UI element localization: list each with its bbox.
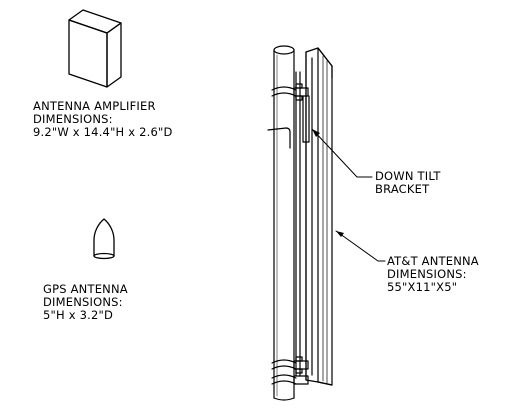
mounting-pipe	[273, 45, 295, 401]
antenna-dimensions-note: AT&T ANTENNA DIMENSIONS: 55"X11"X5"	[387, 255, 479, 294]
antenna-title: AT&T ANTENNA	[387, 254, 479, 268]
amplifier-dimensions-note: ANTENNA AMPLIFIER DIMENSIONS: 9.2"W x 14…	[33, 100, 173, 139]
amplifier-front-face	[68, 19, 108, 88]
gps-dimensions-label: DIMENSIONS:	[43, 295, 123, 309]
amplifier-dimensions-label: DIMENSIONS:	[33, 112, 113, 126]
bracket-title-line1: DOWN TILT	[375, 169, 441, 183]
gps-base	[93, 252, 115, 260]
bracket-leader	[311, 128, 373, 178]
mounting-rail	[295, 71, 301, 377]
gps-dimensions-note: GPS ANTENNA DIMENSIONS: 5"H x 3.2"D	[43, 283, 128, 322]
pipe-top-cap	[273, 45, 295, 55]
bottom-pipe-clamp	[271, 356, 309, 385]
panel-antenna-assembly	[267, 45, 333, 401]
bracket-title-line2: BRACKET	[375, 182, 430, 196]
antenna-amplifier-box	[68, 9, 122, 88]
amplifier-side-face	[106, 22, 122, 88]
gps-dome	[93, 218, 115, 257]
antenna-dimensions-value: 55"X11"X5"	[387, 280, 458, 294]
bracket-arm	[267, 127, 291, 149]
top-pipe-clamp	[267, 83, 310, 149]
gps-dimensions-value: 5"H x 3.2"D	[43, 308, 114, 322]
down-tilt-bracket-note: DOWN TILT BRACKET	[375, 170, 441, 196]
antenna-panel	[305, 47, 333, 386]
antenna-leader	[335, 230, 386, 262]
gps-title: GPS ANTENNA	[43, 282, 128, 296]
gps-antenna	[93, 218, 115, 260]
amplifier-top-face	[68, 9, 122, 34]
amplifier-title: ANTENNA AMPLIFIER	[33, 99, 156, 113]
antenna-dimensions-label: DIMENSIONS:	[387, 267, 467, 281]
amplifier-dimensions-value: 9.2"W x 14.4"H x 2.6"D	[33, 125, 173, 139]
